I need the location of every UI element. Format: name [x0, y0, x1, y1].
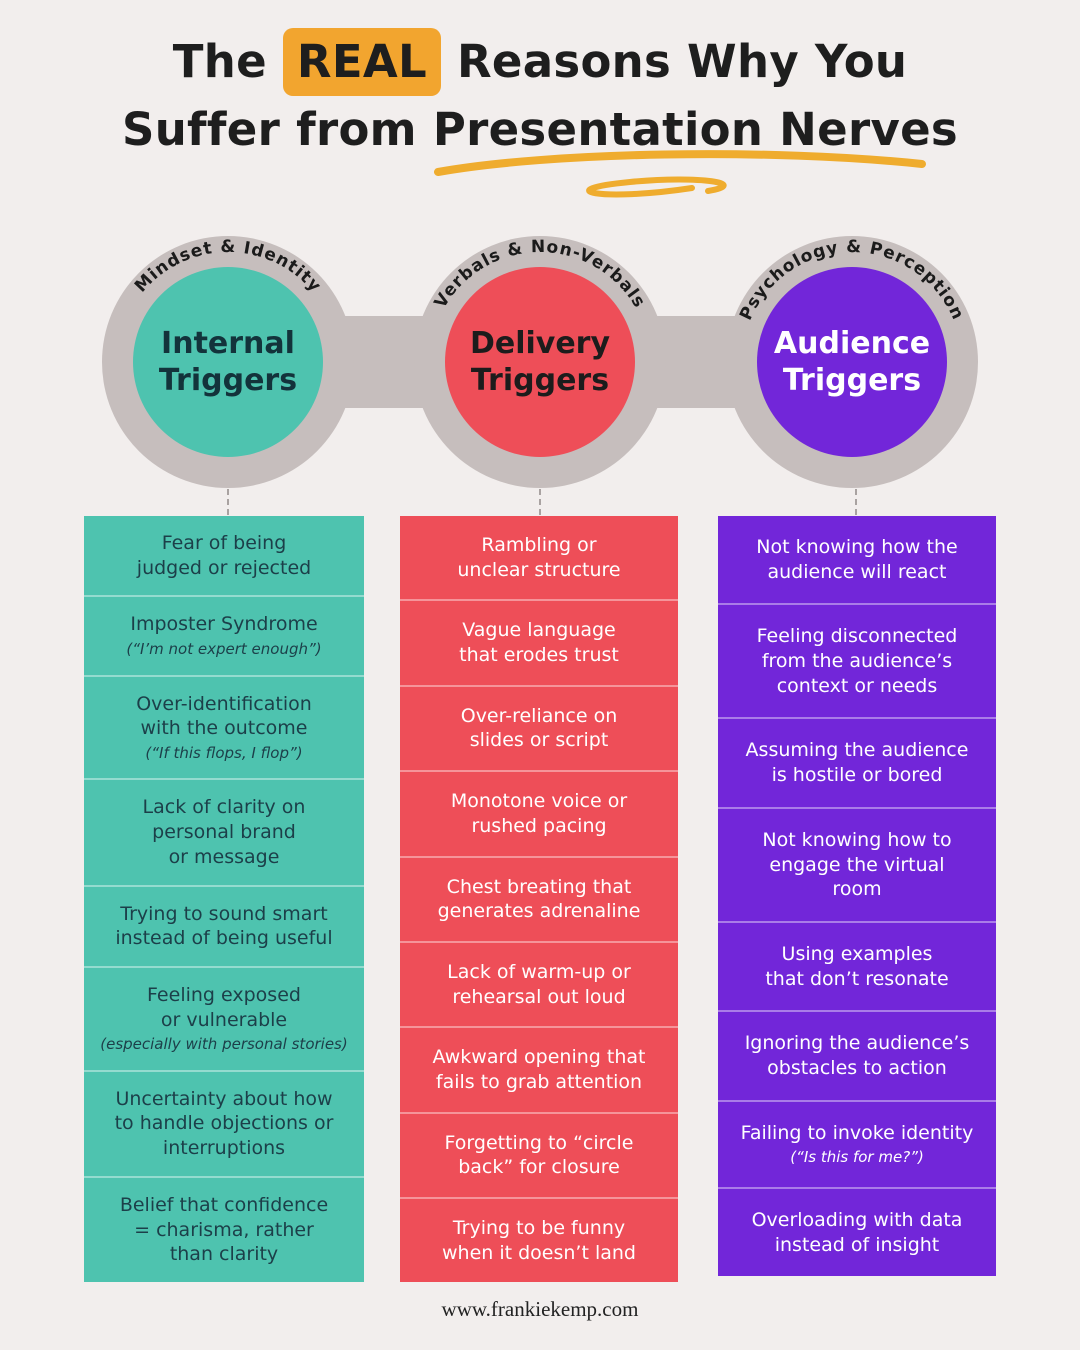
delivery-triggers-column: Rambling or unclear structure Vague lang…: [400, 516, 678, 1283]
title-line1: The REAL Reasons Why You: [0, 28, 1080, 96]
dashed-connector-audience: [855, 489, 857, 515]
trigger-item: Belief that confidence = charisma, rathe…: [84, 1175, 364, 1282]
title-line2: Suffer from Presentation Nerves: [122, 102, 958, 156]
internal-triggers-circle: Internal Triggers: [133, 267, 323, 457]
trigger-text: Not knowing how the audience will react: [756, 536, 958, 583]
trigger-item: Awkward opening that fails to grab atten…: [400, 1026, 678, 1112]
page-title: The REAL Reasons Why You Suffer from Pre…: [0, 28, 1080, 163]
trigger-text: Failing to invoke identity: [740, 1121, 974, 1144]
trigger-text: Chest breating that generates adrenaline: [437, 875, 641, 923]
trigger-item: Uncertainty about how to handle objectio…: [84, 1069, 364, 1176]
trigger-item: Assuming the audience is hostile or bore…: [718, 717, 996, 807]
trigger-item: Over-identification with the outcome (“I…: [84, 674, 364, 779]
trigger-item: Monotone voice or rushed pacing: [400, 770, 678, 856]
trigger-text: Over-identification with the outcome: [136, 692, 312, 740]
trigger-item: Lack of warm-up or rehearsal out loud: [400, 940, 678, 1027]
trigger-text: Vague language that erodes trust: [459, 619, 619, 667]
trigger-item: Trying to sound smart instead of being u…: [84, 884, 364, 966]
trigger-item: Feeling disconnected from the audience’s…: [718, 603, 996, 718]
audience-triggers-column: Not knowing how the audience will react …: [718, 516, 996, 1277]
audience-triggers-circle: Audience Triggers: [757, 267, 947, 457]
internal-triggers-column: Fear of being judged or rejected Imposte…: [84, 516, 364, 1282]
trigger-text: Trying to be funny when it doesn’t land: [442, 1217, 636, 1264]
dashed-connector-internal: [227, 489, 229, 515]
trigger-item: Feeling exposed or vulnerable (especiall…: [84, 965, 364, 1070]
delivery-triggers-label: Delivery Triggers: [469, 325, 611, 399]
trigger-note: (especially with personal stories): [100, 1035, 348, 1054]
trigger-text: Forgetting to “circle back” for closure: [444, 1131, 634, 1179]
delivery-triggers-circle: Delivery Triggers: [445, 267, 635, 457]
trigger-item: Rambling or unclear structure: [400, 516, 678, 600]
trigger-text: Fear of being judged or rejected: [136, 532, 312, 579]
internal-triggers-label: Internal Triggers: [158, 325, 298, 399]
trigger-text: Using examples that don’t resonate: [765, 942, 949, 990]
swoosh-main-stroke: [434, 150, 926, 176]
trigger-note: (“I’m not expert enough”): [126, 640, 322, 659]
trigger-item: Lack of clarity on personal brand or mes…: [84, 778, 364, 885]
trigger-text: Lack of warm-up or rehearsal out loud: [447, 960, 631, 1008]
trigger-item: Not knowing how to engage the virtual ro…: [718, 806, 996, 921]
trigger-text: Not knowing how to engage the virtual ro…: [762, 828, 952, 901]
trigger-text: Ignoring the audience’s obstacles to act…: [744, 1032, 970, 1079]
trigger-item: Forgetting to “circle back” for closure: [400, 1111, 678, 1197]
trigger-text: Awkward opening that fails to grab atten…: [432, 1046, 646, 1093]
swoosh-loop-stroke: [586, 176, 727, 198]
trigger-text: Assuming the audience is hostile or bore…: [745, 739, 969, 787]
trigger-text: Monotone voice or rushed pacing: [450, 790, 628, 837]
trigger-text: Rambling or unclear structure: [457, 534, 621, 581]
trigger-text: Uncertainty about how to handle objectio…: [114, 1087, 334, 1160]
swoosh-underline-decoration: [434, 150, 926, 198]
trigger-text: Over-reliance on slides or script: [460, 704, 618, 752]
title-post: Reasons Why You: [456, 35, 908, 88]
trigger-item: Failing to invoke identity (“Is this for…: [718, 1099, 996, 1187]
trigger-text: Overloading with data instead of insight: [751, 1208, 963, 1256]
trigger-text: Feeling disconnected from the audience’s…: [756, 625, 958, 697]
trigger-item: Vague language that erodes trust: [400, 599, 678, 685]
title-highlight: REAL: [282, 28, 441, 96]
trigger-item: Not knowing how the audience will react: [718, 516, 996, 604]
trigger-item: Fear of being judged or rejected: [84, 516, 364, 596]
trigger-text: Feeling exposed or vulnerable: [147, 983, 301, 1031]
trigger-item: Using examples that don’t resonate: [718, 920, 996, 1011]
trigger-text: Belief that confidence = charisma, rathe…: [119, 1193, 329, 1266]
trigger-note: (“Is this for me?”): [790, 1148, 924, 1167]
trigger-item: Chest breating that generates adrenaline: [400, 855, 678, 941]
trigger-item: Over-reliance on slides or script: [400, 684, 678, 771]
trigger-text: Trying to sound smart instead of being u…: [115, 902, 333, 950]
audience-triggers-label: Audience Triggers: [773, 325, 931, 399]
trigger-item: Ignoring the audience’s obstacles to act…: [718, 1010, 996, 1100]
trigger-note: (“If this flops, I flop”): [145, 743, 303, 762]
trigger-text: Imposter Syndrome: [130, 613, 318, 636]
trigger-item: Overloading with data instead of insight: [718, 1186, 996, 1277]
trigger-text: Lack of clarity on personal brand or mes…: [142, 796, 306, 868]
trigger-item: Imposter Syndrome (“I’m not expert enoug…: [84, 595, 364, 675]
footer-url: www.frankiekemp.com: [441, 1297, 639, 1321]
dashed-connector-delivery: [539, 489, 541, 515]
trigger-item: Trying to be funny when it doesn’t land: [400, 1197, 678, 1283]
title-pre: The: [172, 35, 267, 88]
